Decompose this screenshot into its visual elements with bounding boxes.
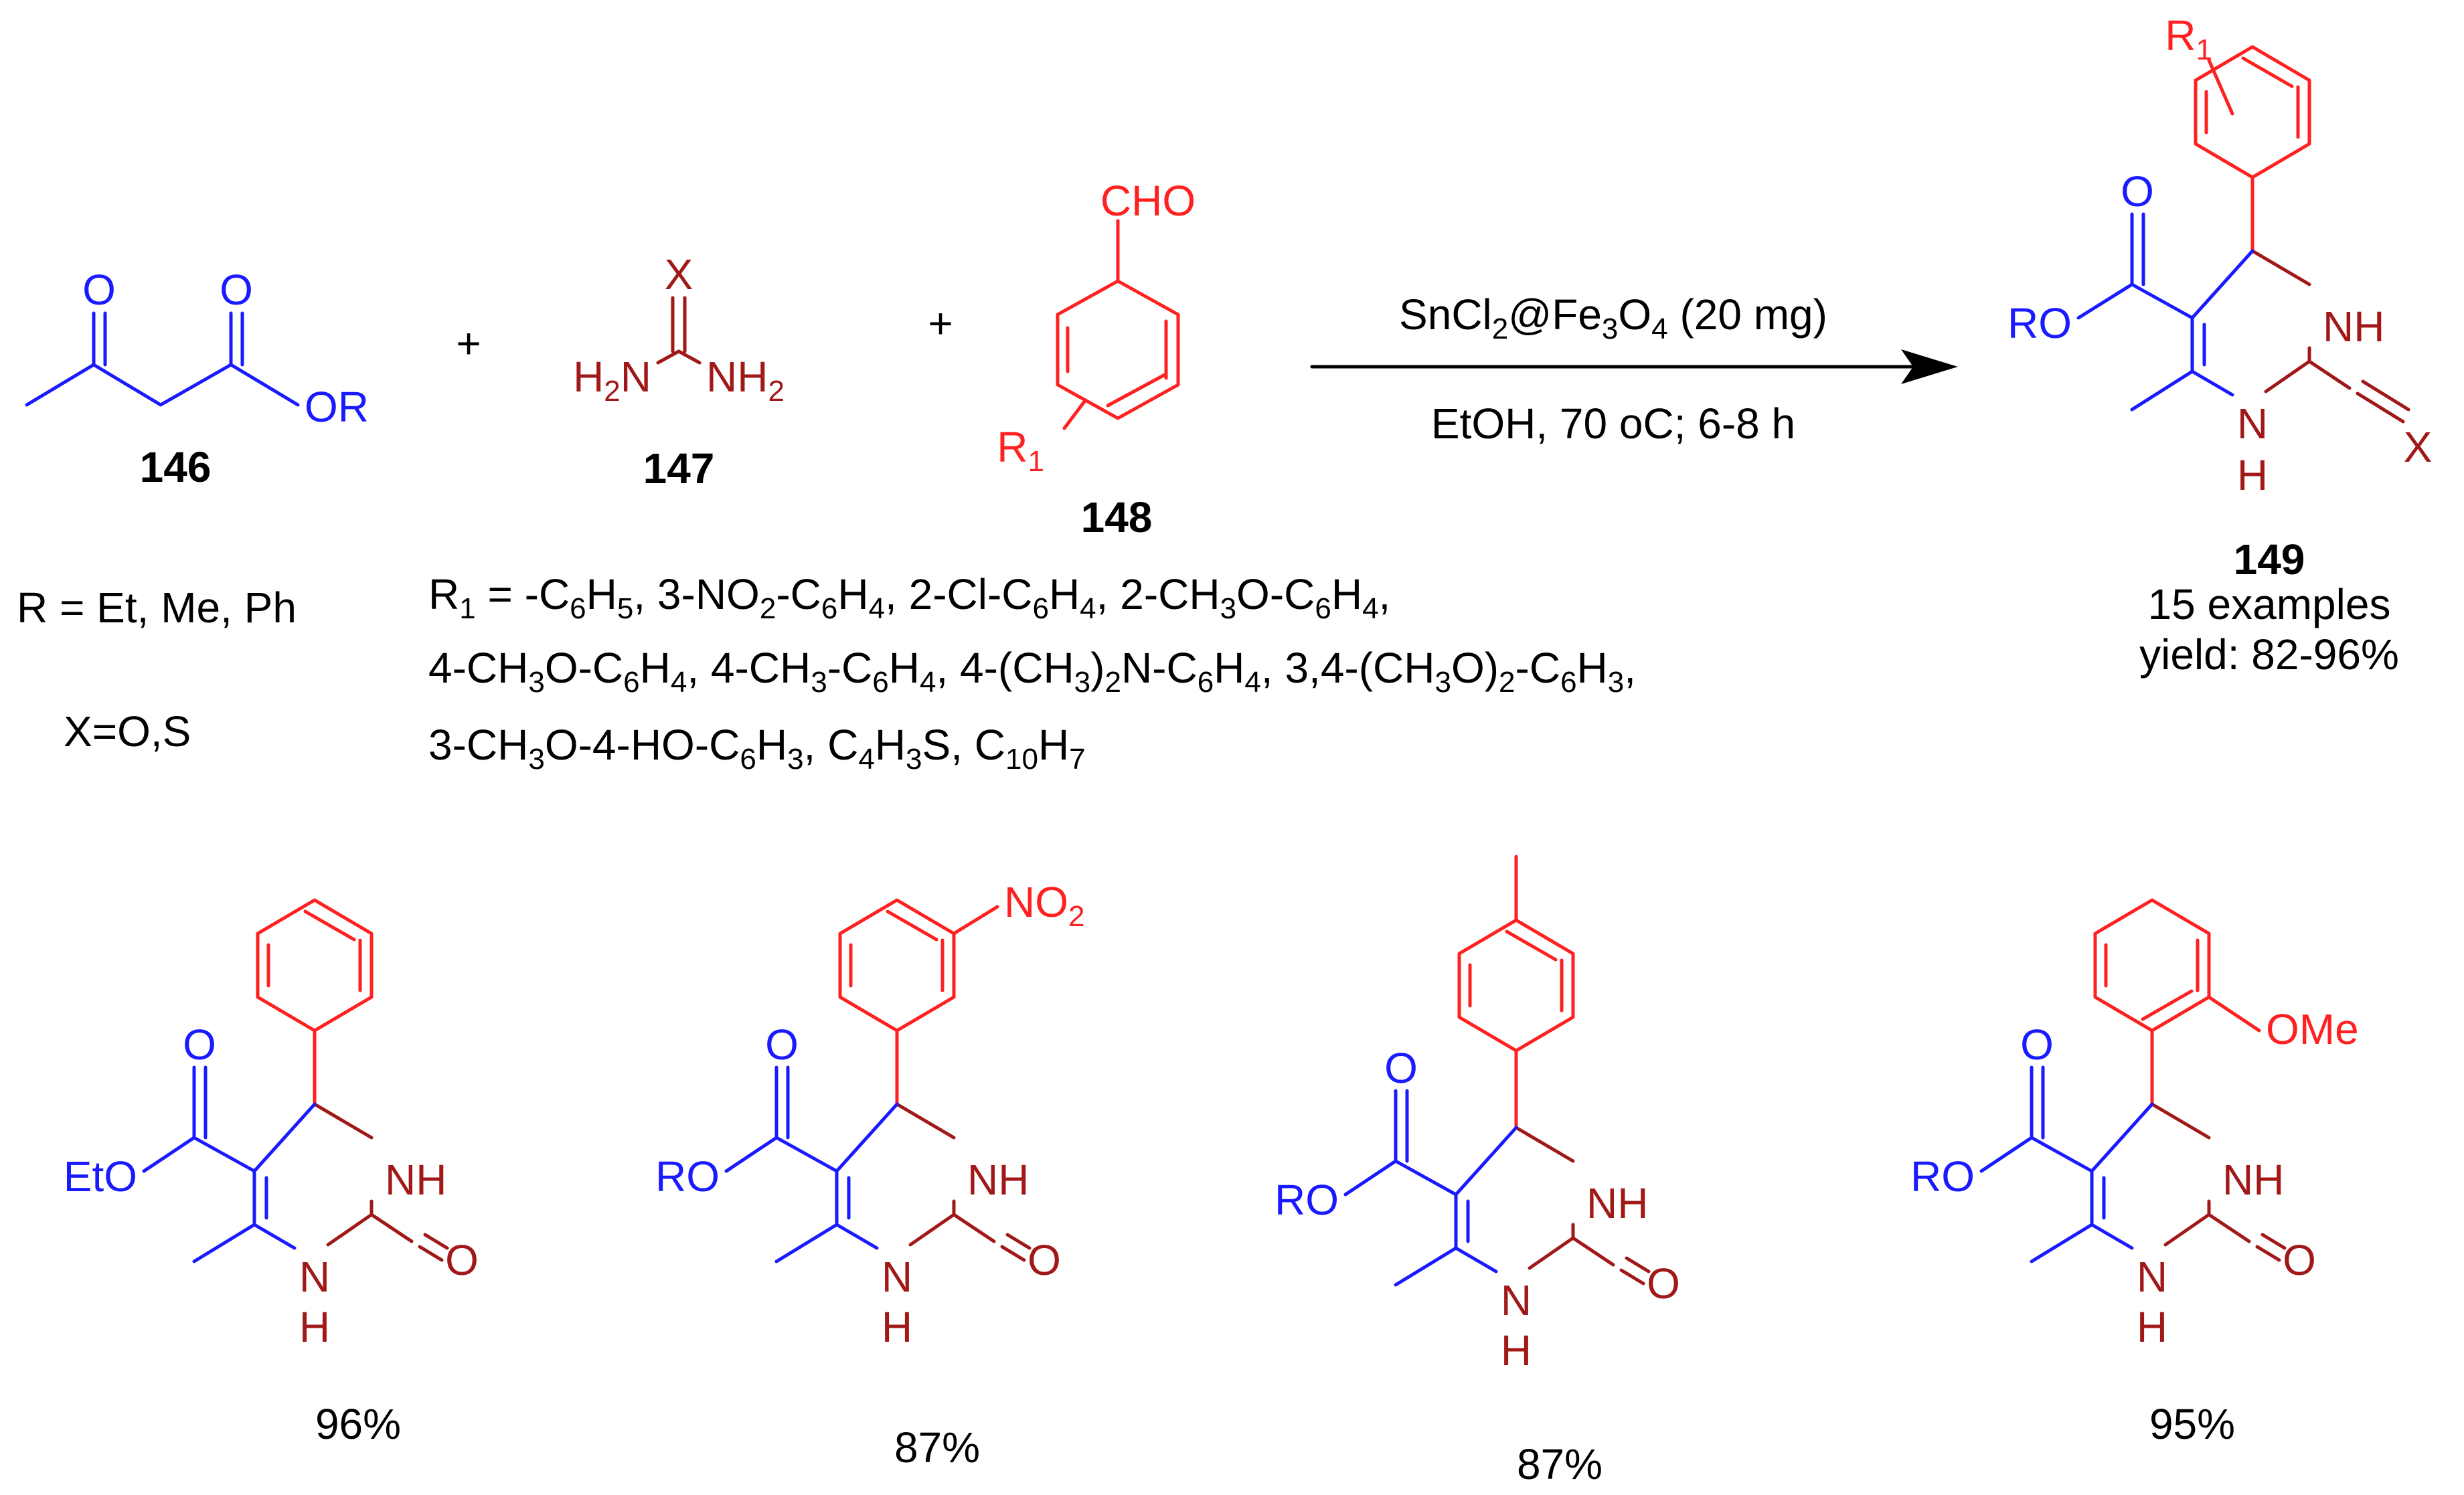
compound-147-structure: X H2N NH2 [573,250,785,408]
atom-ro: RO [655,1152,720,1201]
example-1-structure: O EtO NH N H O [64,898,479,1351]
compound-149-structure: R1 O RO NH N H X [2007,11,2432,499]
r-definition: R = Et, Me, Ph [17,584,297,632]
catalyst-label: SnCl2@Fe3O4 (20 mg) [1399,290,1827,345]
atom-nh: NH [2323,302,2384,351]
conditions-label: EtOH, 70 oC; 6-8 h [1431,400,1795,448]
atom-nh: NH [385,1156,446,1204]
examples-count: 15 examples [2148,580,2391,628]
compound-label-147: 147 [643,444,715,493]
atom-r1: R1 [2165,11,2212,66]
atom-nh: NH [1586,1179,1648,1227]
atom-ro: RO [1275,1176,1339,1224]
atom-h: H [1501,1326,1532,1375]
atom-no2: NO2 [1004,878,1084,933]
atom-ro: RO [1910,1152,1975,1201]
atom-n: N [2137,1253,2167,1301]
example-1-yield: 96% [315,1400,401,1448]
compound-label-149: 149 [2234,535,2305,584]
atom-o: O [82,266,116,314]
atom-h2n: H2N [573,353,651,408]
atom-eto: EtO [64,1152,137,1201]
atom-n: N [299,1253,330,1301]
atom-h: H [2237,451,2268,499]
atom-ome: OMe [2266,1005,2359,1053]
compound-148-structure: CHO R1 [997,177,1196,478]
atom-h: H [882,1303,912,1351]
yield-range: yield: 82-96% [2139,630,2399,679]
compound-label-146: 146 [140,443,212,491]
atom-x: X [665,250,693,298]
atom-nh: NH [967,1156,1029,1204]
r1-definition-line-2: 4-CH3O-C6H4, 4-CH3-C6H4, 4-(CH3)2N-C6H4,… [428,644,1636,699]
atom-o: O [183,1021,216,1069]
example-2-structure: NO2 O RO NH N H O [655,878,1084,1351]
atom-nh2: NH2 [706,353,785,408]
atom-o: O [2020,1021,2054,1069]
example-3-structure: O RO NH N H O [1275,855,1680,1375]
atom-h: H [2137,1303,2167,1351]
plus-sign: + [456,319,481,367]
atom-n: N [882,1253,912,1301]
compound-146-structure: O O OR [25,266,369,431]
atom-o: O [220,266,253,314]
atom-o: O [445,1236,479,1284]
atom-o: O [1384,1044,1418,1092]
atom-o: O [765,1021,799,1069]
atom-o: O [1647,1259,1680,1308]
atom-ro: RO [2007,299,2072,347]
atom-cho: CHO [1100,177,1196,225]
r1-definition-line-3: 3-CH3O-4-HO-C6H3, C4H3S, C10H7 [428,721,1086,776]
atom-n: N [2237,400,2268,448]
atom-n: N [1501,1276,1532,1324]
example-3-yield: 87% [1517,1440,1603,1488]
example-2-yield: 87% [894,1423,980,1472]
example-4-structure: OMe O RO NH N H O [1910,898,2359,1351]
r1-definition-line-1: R1 = -C6H5, 3-NO2-C6H4, 2-Cl-C6H4, 2-CH3… [428,570,1390,625]
atom-h: H [299,1303,330,1351]
atom-r1: R1 [997,423,1044,478]
atom-o: O [2121,167,2154,215]
example-4-yield: 95% [2149,1400,2235,1448]
reaction-arrow [1310,349,1958,384]
atom-o: O [1028,1236,1061,1284]
plus-sign: + [928,299,953,347]
atom-x: X [2404,423,2433,471]
atom-or: OR [305,383,369,431]
atom-o: O [2283,1236,2316,1284]
compound-label-148: 148 [1081,493,1153,541]
x-definition: X=O,S [64,707,191,756]
atom-nh: NH [2222,1156,2284,1204]
